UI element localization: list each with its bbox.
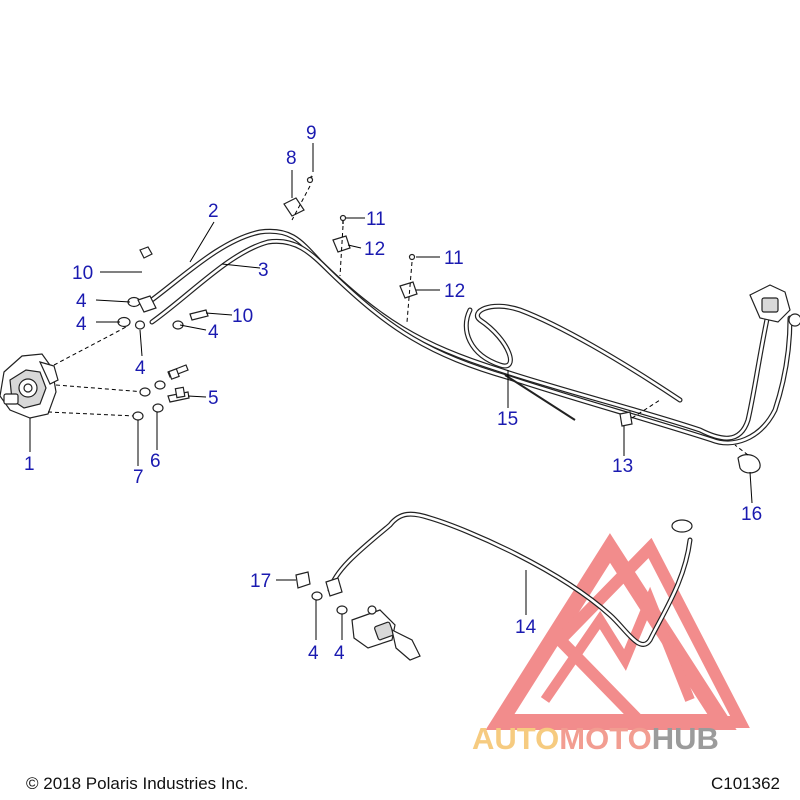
- callout-16: 16: [741, 504, 762, 525]
- callout-9: 9: [306, 123, 317, 144]
- callout-14: 14: [515, 617, 537, 638]
- copyright-text: © 2018 Polaris Industries Inc.: [26, 774, 249, 793]
- callout-17: 17: [250, 571, 271, 592]
- watermark-logo: AUTOMOTOHUB: [472, 533, 750, 756]
- callout-6: 6: [150, 451, 161, 472]
- callout-10: 10: [72, 263, 93, 284]
- assembly-line: [55, 384, 146, 393]
- callout-11: 11: [444, 248, 464, 269]
- callout-13: 13: [612, 456, 633, 477]
- brake-line-lower: [325, 511, 693, 647]
- callout-12: 12: [444, 281, 465, 302]
- callout-3: 3: [258, 260, 269, 281]
- brake-hoses-upper: [137, 228, 800, 446]
- callout-1: 1: [24, 454, 35, 475]
- callout-5: 5: [208, 388, 219, 409]
- drawing-id: C101362: [710, 774, 780, 793]
- callout-4: 4: [76, 314, 87, 335]
- master-cylinder: [295, 571, 421, 661]
- washers-and-bolts: [117, 246, 209, 421]
- callout-2: 2: [208, 201, 219, 222]
- callout-11: 11: [366, 209, 386, 230]
- callout-4: 4: [135, 358, 146, 379]
- callout-12: 12: [364, 239, 385, 260]
- callout-4: 4: [334, 643, 345, 664]
- callout-4: 4: [308, 643, 319, 664]
- callout-4: 4: [208, 322, 219, 343]
- assembly-line: [47, 411, 136, 417]
- watermark-text: AUTOMOTOHUB: [472, 721, 719, 756]
- callout-7: 7: [133, 467, 144, 488]
- callouts: 1 2 3 4 4 4 4 4 4 5 6 7 8 9 10 10 11 11 …: [24, 123, 762, 664]
- callout-10: 10: [232, 306, 253, 327]
- leader-lines: [29, 143, 753, 640]
- callout-8: 8: [286, 148, 297, 169]
- callout-15: 15: [497, 409, 518, 430]
- callout-4: 4: [76, 291, 87, 312]
- clips-and-screws: [283, 175, 761, 474]
- assembly-line: [53, 325, 129, 366]
- brake-caliper: [0, 353, 59, 419]
